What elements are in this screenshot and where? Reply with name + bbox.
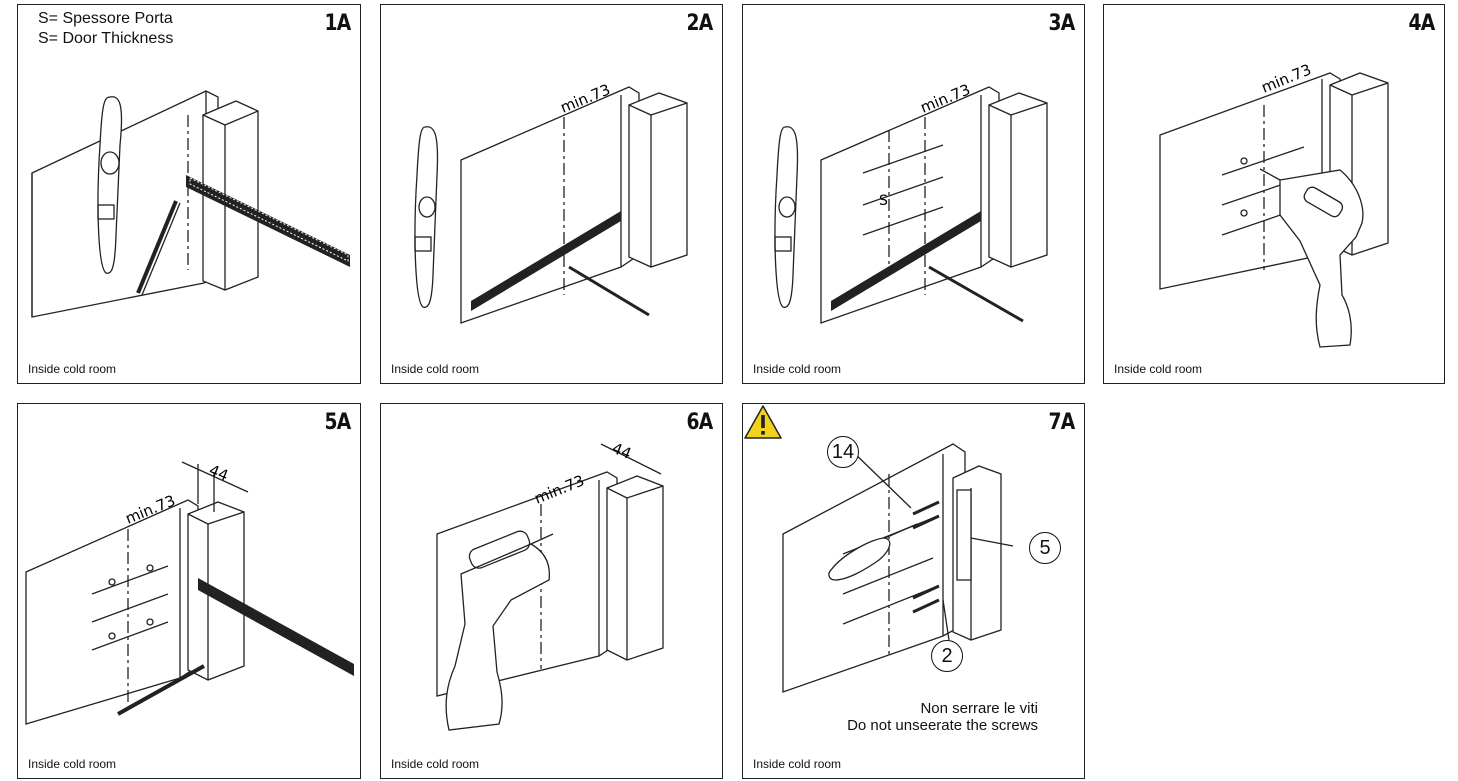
door-drill-illustration: min.73 <box>1159 60 1389 348</box>
panel-1a: S= Spessore Porta S= Door Thickness 1A I… <box>17 4 361 384</box>
warning-triangle-icon <box>744 405 782 439</box>
warning-italian: Non serrare le viti <box>920 700 1038 717</box>
step-label-1a: 1A <box>324 11 351 36</box>
step-label-4a: 4A <box>1408 11 1435 36</box>
s-mark: S <box>879 193 888 209</box>
step-label-6a: 6A <box>686 410 713 435</box>
step-label-3a: 3A <box>1048 11 1075 36</box>
footer-caption: Inside cold room <box>753 362 842 376</box>
footer-caption: Inside cold room <box>391 757 480 771</box>
legend: S= Spessore Porta S= Door Thickness <box>38 9 173 49</box>
footer-caption: Inside cold room <box>28 757 117 771</box>
door-mark-illustration: min.73 <box>414 80 688 324</box>
panel-2a: min.73 2A Inside cold room <box>380 4 723 384</box>
frame-measure-illustration: min.73 44 <box>25 461 354 725</box>
step-label-5a: 5A <box>324 410 351 435</box>
panel-3a: min.73 S 3A Inside cold room <box>742 4 1085 384</box>
footer-caption: Inside cold room <box>28 362 117 376</box>
callout-14: 14 <box>827 436 859 468</box>
callout-2: 2 <box>931 640 963 672</box>
panel-4a: min.73 4A Inside cold room <box>1103 4 1445 384</box>
dim-44-5a: 44 <box>207 461 231 485</box>
warning-text: Non serrare le viti Do not unseerate the… <box>847 700 1038 734</box>
callout-5: 5 <box>1029 532 1061 564</box>
screw-fixing-illustration <box>782 443 1014 693</box>
footer-caption: Inside cold room <box>753 757 842 771</box>
panel-6a: min.73 44 6A Inside cold room <box>380 403 723 779</box>
footer-caption: Inside cold room <box>391 362 480 376</box>
warning-english: Do not unseerate the screws <box>847 717 1038 734</box>
legend-english: S= Door Thickness <box>38 30 174 47</box>
legend-italian: S= Spessore Porta <box>38 10 173 27</box>
footer-caption: Inside cold room <box>1114 362 1203 376</box>
step-label-2a: 2A <box>686 11 713 36</box>
dim-44-6a: 44 <box>610 439 634 463</box>
panel-5a: min.73 44 5A Inside cold room <box>17 403 361 779</box>
frame-drill-illustration: min.73 44 <box>436 439 664 731</box>
door-cross-mark-illustration: min.73 S <box>774 80 1048 324</box>
step-label-7a: 7A <box>1048 410 1075 435</box>
panel-7a: 14 5 2 7A Non serrare le viti Do not uns… <box>742 403 1085 779</box>
door-measure-illustration <box>31 90 350 318</box>
